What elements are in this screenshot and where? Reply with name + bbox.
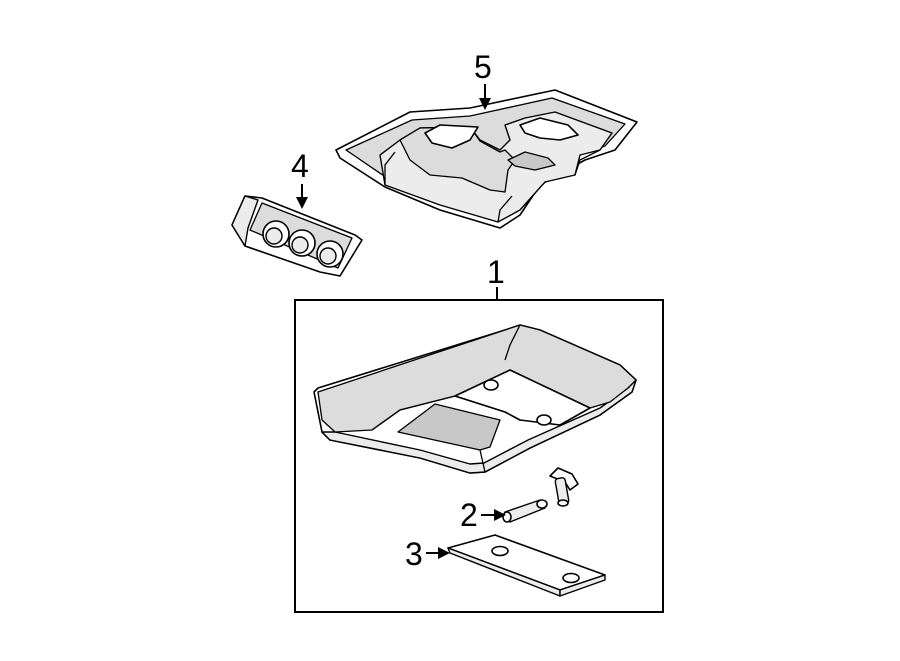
part-4-switch-panel [231,195,363,277]
assembly-1-frame [294,299,664,613]
callout-4-label: 4 [291,148,309,184]
callout-1-label: 1 [487,254,505,290]
knob-2 [288,229,316,257]
knob-3 [316,240,344,268]
part-3-lens [447,534,606,597]
knob-1 [262,220,290,248]
callout-4: 4 [291,148,309,209]
callout-2: 2 [460,497,506,533]
callout-3: 3 [405,536,450,572]
part-5-storage-bin [335,89,638,229]
callout-2-label: 2 [460,497,478,533]
part-2-bulb-pin [502,499,548,523]
callout-5: 5 [474,49,492,110]
callout-5-label: 5 [474,49,492,85]
part-1-overhead-console [313,324,637,474]
bulb [549,467,579,507]
callout-3-label: 3 [405,536,423,572]
callout-1: 1 [487,254,505,300]
